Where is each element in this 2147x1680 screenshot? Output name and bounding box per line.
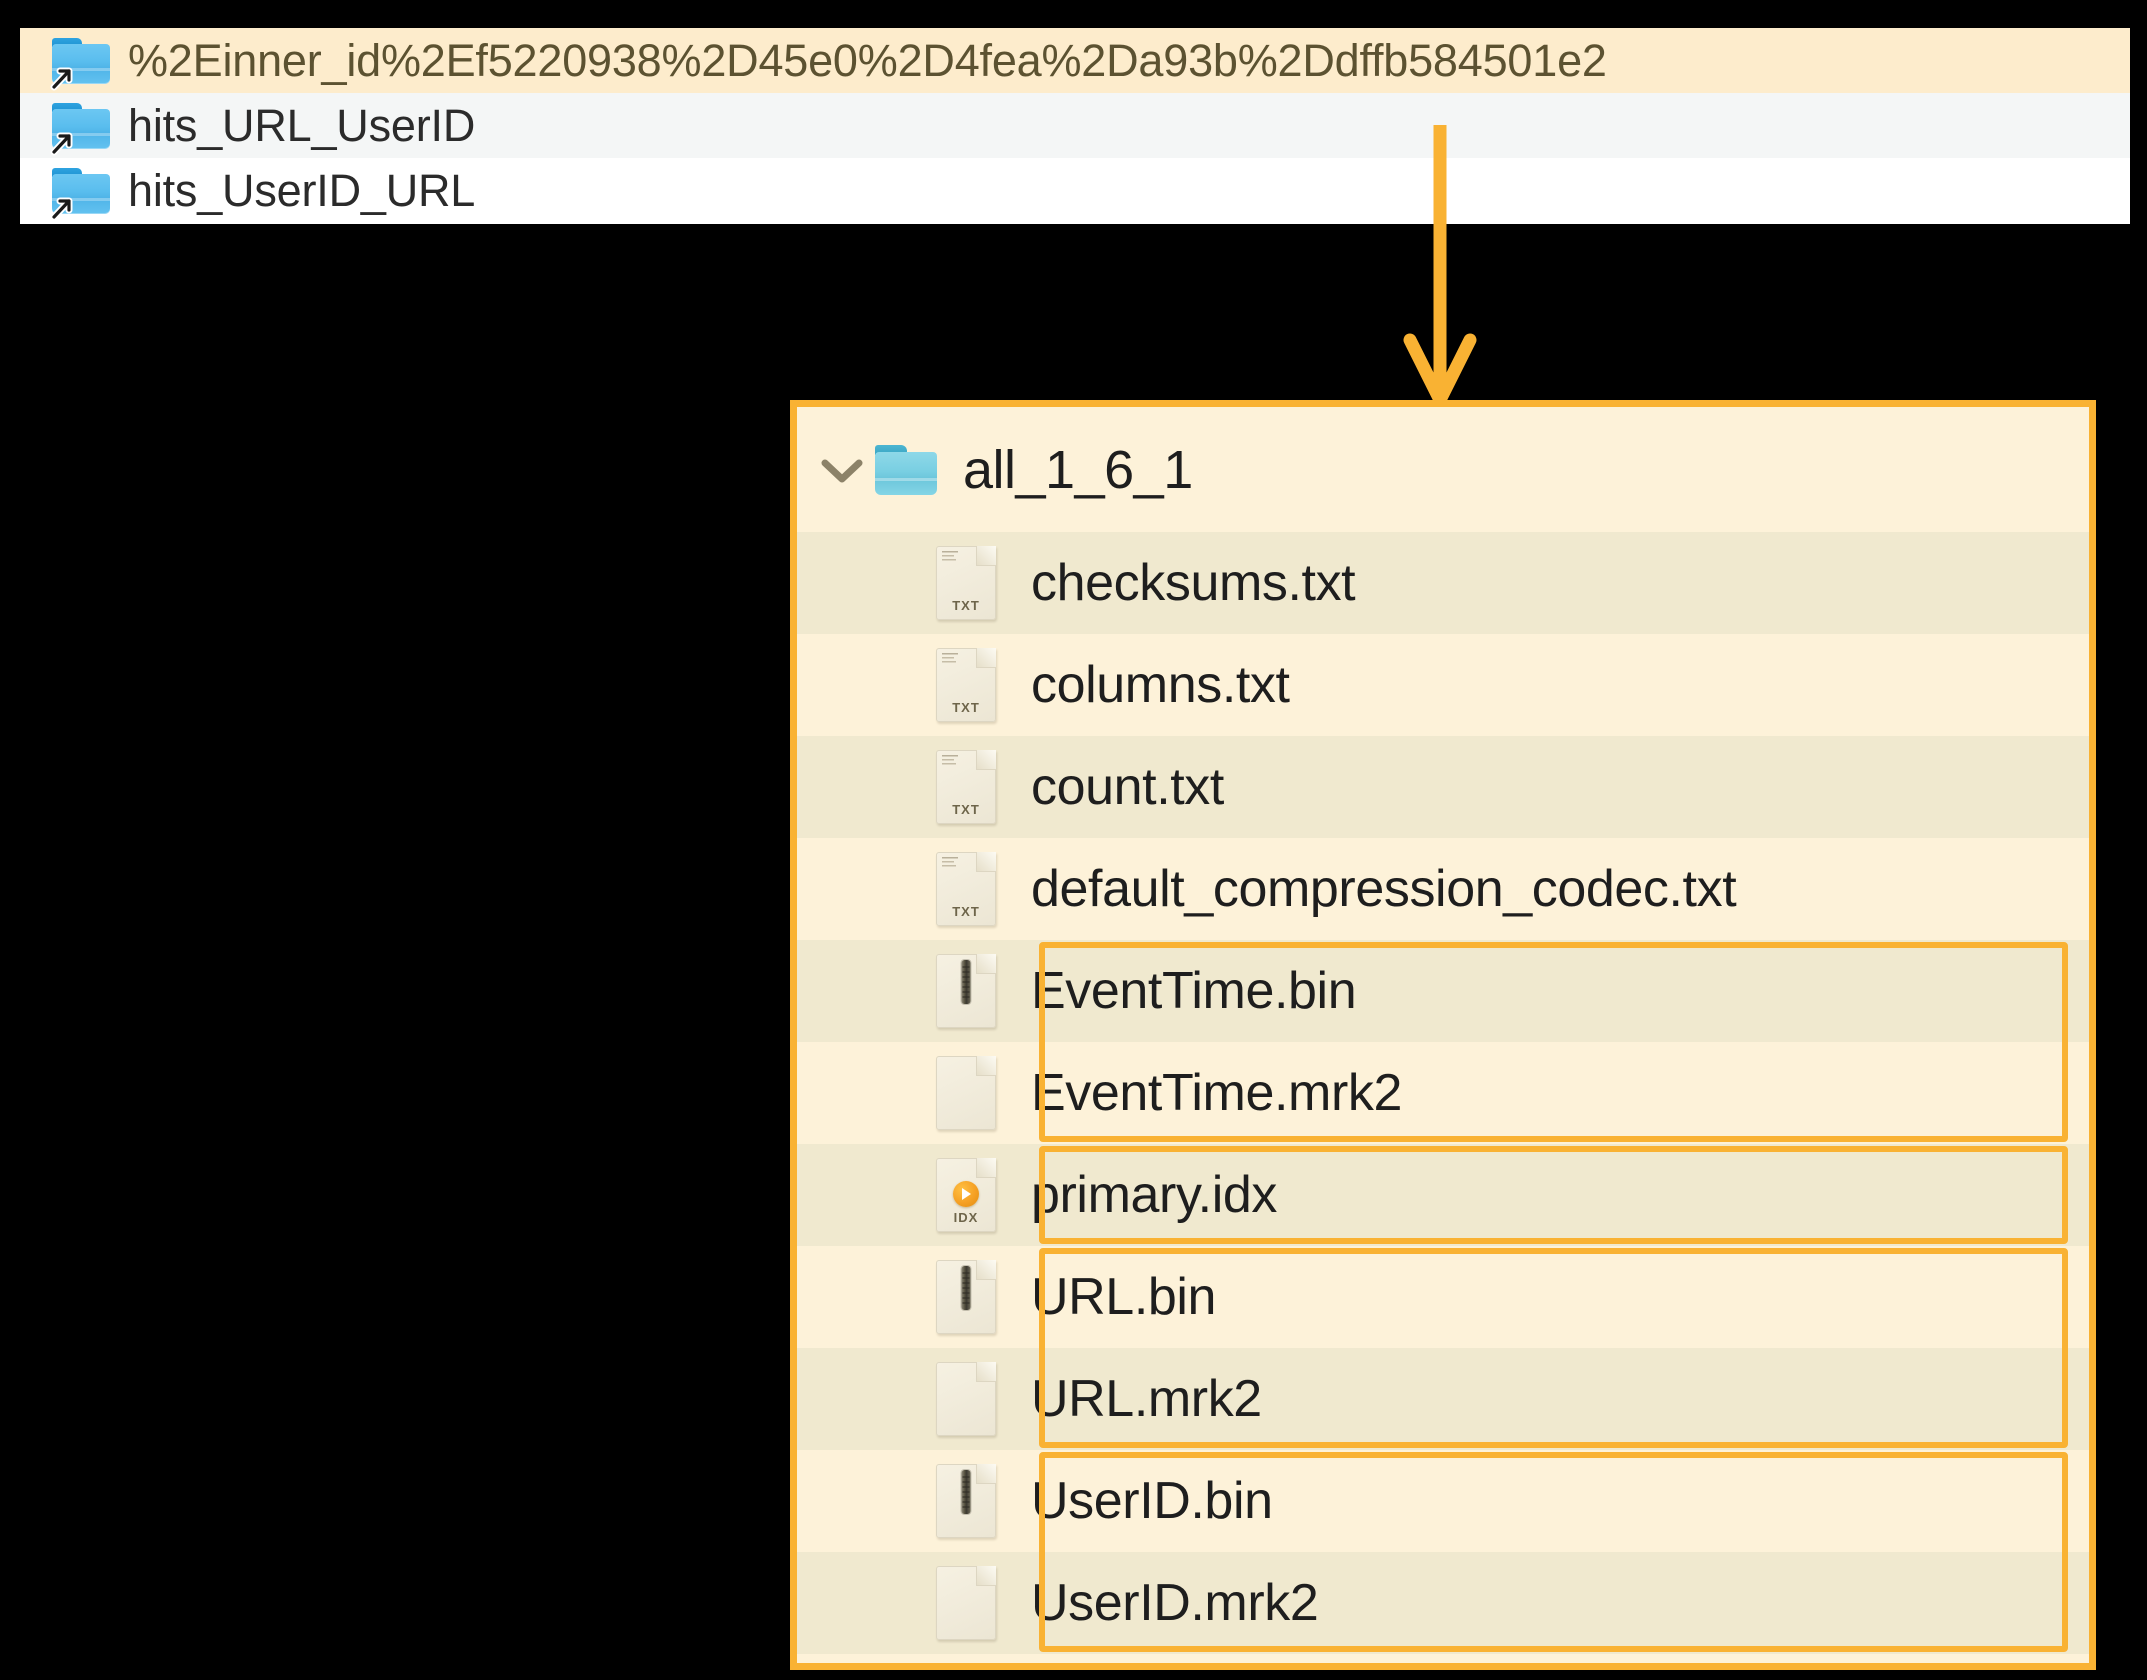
- folder-alias-icon: [50, 167, 110, 220]
- file-name-label: primary.idx: [1031, 1166, 1278, 1224]
- folder-list-item[interactable]: hits_UserID_URL: [20, 158, 2130, 223]
- file-row[interactable]: TXT checksums.txt: [797, 532, 2089, 634]
- file-icon-slot: [927, 1056, 1005, 1130]
- folder-list-item[interactable]: %2Einner_id%2Ef5220938%2D45e0%2D4fea%2Da…: [20, 28, 2130, 93]
- file-name-label: columns.txt: [1031, 656, 1290, 714]
- folder-list-item[interactable]: hits_URL_UserID: [20, 93, 2130, 158]
- blank-file-icon: [936, 1362, 996, 1436]
- file-row[interactable]: TXT columns.txt: [797, 634, 2089, 736]
- file-row[interactable]: EventTime.mrk2: [797, 1042, 2089, 1144]
- txt-file-icon: TXT: [936, 750, 996, 824]
- folder-list-item-label: hits_UserID_URL: [128, 165, 476, 216]
- chevron-down-icon[interactable]: [819, 455, 865, 485]
- blank-file-icon: [936, 1566, 996, 1640]
- idx-file-icon: IDX: [936, 1158, 996, 1232]
- file-icon-slot: TXT: [927, 852, 1005, 926]
- finder-folder-list[interactable]: %2Einner_id%2Ef5220938%2D45e0%2D4fea%2Da…: [20, 28, 2130, 224]
- file-name-label: count.txt: [1031, 758, 1224, 816]
- bin-file-icon: [936, 1260, 996, 1334]
- folder-row-all_1_6_1[interactable]: all_1_6_1: [797, 407, 2089, 532]
- file-icon-slot: IDX: [927, 1158, 1005, 1232]
- folder-icon: [875, 444, 937, 495]
- file-name-label: checksums.txt: [1031, 554, 1356, 612]
- file-icon-slot: TXT: [927, 648, 1005, 722]
- file-name-label: UserID.bin: [1031, 1472, 1273, 1530]
- bin-file-icon: [936, 954, 996, 1028]
- folder-name-label: all_1_6_1: [963, 439, 1193, 500]
- file-icon-slot: TXT: [927, 546, 1005, 620]
- file-name-label: URL.mrk2: [1031, 1370, 1262, 1428]
- file-icon-slot: [927, 1566, 1005, 1640]
- file-name-label: URL.bin: [1031, 1268, 1217, 1326]
- file-row[interactable]: TXT default_compression_codec.txt: [797, 838, 2089, 940]
- file-name-label: default_compression_codec.txt: [1031, 860, 1737, 918]
- folder-alias-icon: [50, 102, 110, 155]
- txt-file-icon: TXT: [936, 546, 996, 620]
- file-icon-slot: [927, 1362, 1005, 1436]
- file-icon-slot: TXT: [927, 750, 1005, 824]
- file-row[interactable]: URL.bin: [797, 1246, 2089, 1348]
- blank-file-icon: [936, 1056, 996, 1130]
- txt-file-icon: TXT: [936, 648, 996, 722]
- bin-file-icon: [936, 1464, 996, 1538]
- file-row[interactable]: TXT count.txt: [797, 736, 2089, 838]
- file-icon-slot: [927, 1464, 1005, 1538]
- file-icon-slot: [927, 954, 1005, 1028]
- file-row[interactable]: UserID.mrk2: [797, 1552, 2089, 1654]
- file-name-label: UserID.mrk2: [1031, 1574, 1319, 1632]
- txt-file-icon: TXT: [936, 852, 996, 926]
- file-name-label: EventTime.bin: [1031, 962, 1357, 1020]
- file-name-label: EventTime.mrk2: [1031, 1064, 1402, 1122]
- file-row[interactable]: EventTime.bin: [797, 940, 2089, 1042]
- folder-list-item-label: %2Einner_id%2Ef5220938%2D45e0%2D4fea%2Da…: [128, 35, 1607, 86]
- folder-list-item-label: hits_URL_UserID: [128, 100, 476, 151]
- folder-alias-icon: [50, 37, 110, 90]
- file-icon-slot: [927, 1260, 1005, 1334]
- file-row[interactable]: UserID.bin: [797, 1450, 2089, 1552]
- down-arrow-connector: [1403, 125, 1477, 407]
- file-row[interactable]: URL.mrk2: [797, 1348, 2089, 1450]
- file-row[interactable]: IDX primary.idx: [797, 1144, 2089, 1246]
